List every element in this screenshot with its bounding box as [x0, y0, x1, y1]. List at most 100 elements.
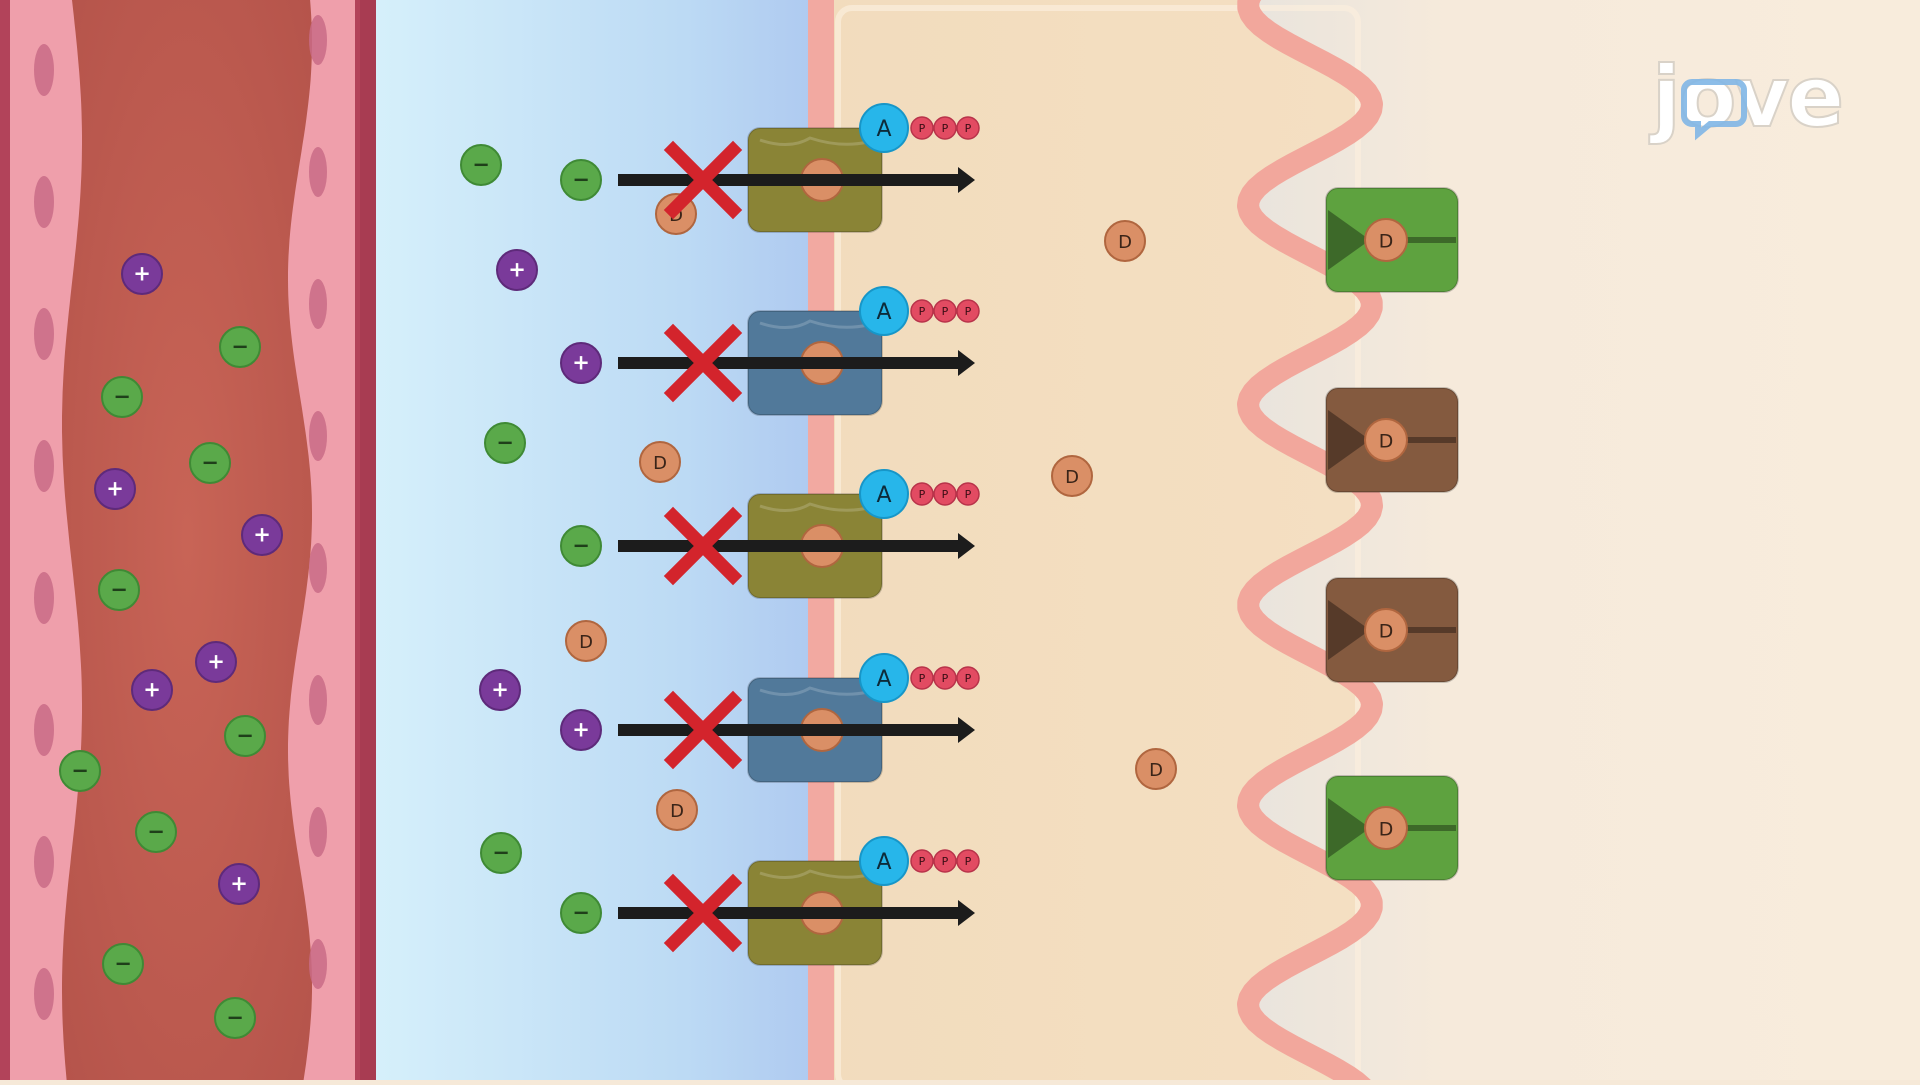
drug-label: D [1118, 232, 1132, 253]
transport-arrow-head [958, 533, 975, 559]
drug-label: D [670, 801, 684, 822]
drug-circle [656, 789, 698, 831]
cation-circle [479, 669, 521, 711]
endothelial-nucleus [309, 807, 327, 857]
anion-circle [224, 715, 266, 757]
anion-circle [219, 326, 261, 368]
anion-particle: − [224, 715, 266, 757]
cation-circle [195, 641, 237, 683]
transporter-texture [759, 502, 869, 512]
cation-particle: + [218, 863, 260, 905]
transport-arrow-shaft [618, 357, 958, 369]
blocked-x-icon [663, 873, 743, 953]
transport-arrow-head [958, 167, 975, 193]
endothelial-nucleus [34, 176, 54, 228]
cation-circle [131, 669, 173, 711]
anion-sign: − [113, 384, 131, 408]
cation-particle: + [241, 514, 283, 556]
atp-phosphate-label: P [919, 305, 926, 318]
atp-phosphate [910, 299, 934, 323]
cation-particle: + [195, 641, 237, 683]
atp-phosphate-label: P [965, 305, 972, 318]
blocked-x-icon [663, 140, 743, 220]
transporter-texture [759, 869, 869, 879]
atp-phosphate [910, 849, 934, 873]
cation-sign: + [133, 261, 151, 285]
atp-adenosine-label: A [876, 667, 891, 692]
atp-phosphate [956, 849, 980, 873]
atp-phosphate [933, 299, 957, 323]
blocked-x-icon [663, 323, 743, 403]
drug-circle [1104, 220, 1146, 262]
cation-sign: + [143, 677, 161, 701]
transport-arrow-shaft [618, 540, 958, 552]
atp-phosphate [933, 666, 957, 690]
drug-circle [1364, 418, 1408, 462]
apical-transporter: D [1325, 775, 1459, 881]
transporter-texture [759, 686, 869, 696]
atp-phosphate [910, 116, 934, 140]
cation-sign: + [508, 257, 526, 281]
drug-label: D [579, 632, 593, 653]
blocked-x-strokes [663, 323, 743, 403]
drug-particle: D [1364, 806, 1408, 850]
anion-particle: − [135, 811, 177, 853]
endothelial-nucleus [309, 675, 327, 725]
anion-circle [460, 144, 502, 186]
atp-phosphate [933, 849, 957, 873]
transport-arrow-head [958, 350, 975, 376]
drug-label: D [1379, 430, 1394, 452]
anion-particle: − [98, 569, 140, 611]
atp-phosphate [956, 482, 980, 506]
cation-circle [560, 709, 602, 751]
drug-circle [565, 620, 607, 662]
anion-sign: − [147, 819, 165, 843]
transporter-channel [1328, 798, 1370, 858]
anion-sign: − [231, 334, 249, 358]
drug-particle: D [1051, 455, 1093, 497]
cation-circle [94, 468, 136, 510]
atp-phosphate-label: P [919, 672, 926, 685]
drug-circle [1051, 455, 1093, 497]
anion-particle: − [219, 326, 261, 368]
transport-arrow-head [958, 717, 975, 743]
atp-phosphate [956, 666, 980, 690]
anion-sign: − [492, 840, 510, 864]
cation-particle: + [131, 669, 173, 711]
anion-particle: − [189, 442, 231, 484]
cation-sign: + [230, 871, 248, 895]
drug-label: D [1379, 818, 1394, 840]
blocked-x-strokes [663, 873, 743, 953]
anion-circle [59, 750, 101, 792]
endothelial-nucleus [34, 440, 54, 492]
atp-phosphate-label: P [942, 488, 949, 501]
cytoplasm-drugs: DDD [1051, 220, 1177, 790]
cation-circle [241, 514, 283, 556]
anion-sign: − [226, 1005, 244, 1029]
atp-adenosine [859, 286, 909, 336]
transporter-channel [1328, 410, 1370, 470]
cation-sign: + [253, 522, 271, 546]
atp-adenosine [859, 653, 909, 703]
atp-adenosine [859, 469, 909, 519]
apical-transporter: D [1325, 387, 1459, 493]
anion-sign: − [236, 723, 254, 747]
atp-phosphate-label: P [965, 672, 972, 685]
apical-transporter: D [1325, 187, 1459, 293]
transport-arrow-shaft [618, 907, 958, 919]
atp-adenosine-label: A [876, 483, 891, 508]
endothelial-nucleus [309, 939, 327, 989]
anion-particle: − [484, 422, 526, 464]
anion-particle: − [460, 144, 502, 186]
drug-particle: D [656, 789, 698, 831]
blood-ions: +−−−++−++−−−+−− [59, 253, 283, 1039]
atp-phosphate [933, 116, 957, 140]
anion-particle: − [560, 525, 602, 567]
